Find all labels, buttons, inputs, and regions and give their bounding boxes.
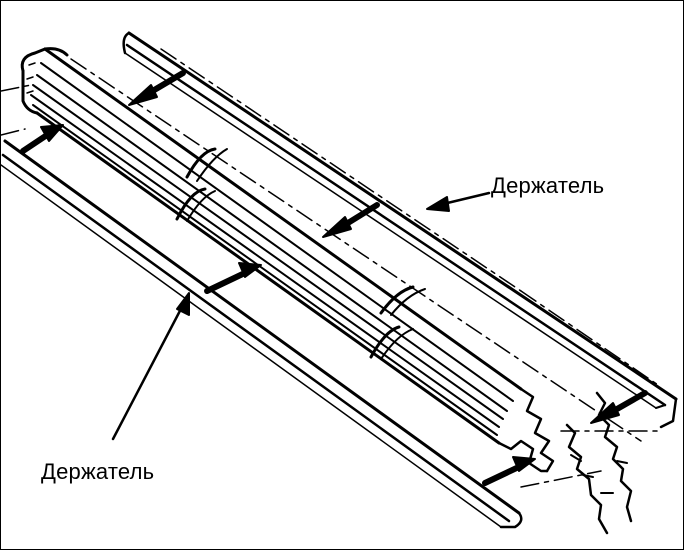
top-holder-rail [122, 31, 678, 429]
label-leaders [111, 191, 491, 441]
torn-end [565, 391, 633, 535]
break-marks [175, 147, 426, 360]
holder-label-bottom: Держатель [41, 459, 155, 484]
bottom-holder-rail [1, 139, 523, 529]
holder-label-top: Держатель [491, 173, 605, 198]
rubber-blade [20, 47, 555, 473]
alignment-lines [1, 48, 662, 488]
insertion-arrows [20, 70, 648, 486]
